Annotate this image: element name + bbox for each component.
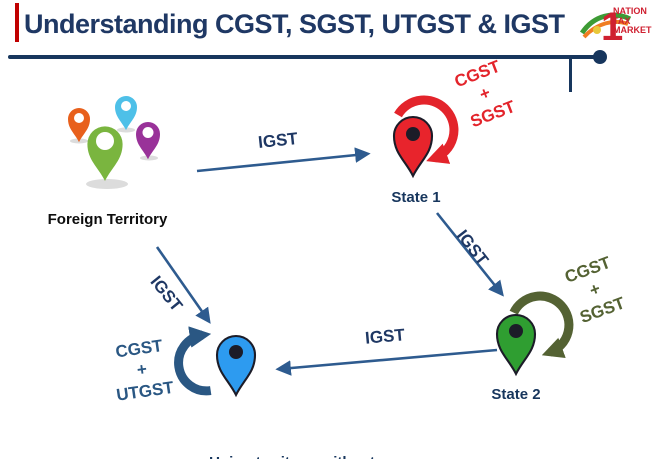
- foreign-territory-label: Foreign Territory: [47, 211, 168, 228]
- logo-line-market: MARKET: [613, 25, 652, 35]
- logo-chakra-dot: [593, 26, 601, 34]
- pin-shadow: [140, 155, 158, 161]
- ut-circular-arrow: [174, 326, 212, 396]
- state2-circular-arrow: [509, 291, 574, 358]
- arrow-foreign-to-ut: [155, 246, 211, 324]
- pin-dot: [509, 324, 523, 338]
- right-border-tick: [569, 58, 572, 92]
- arrow-state2-to-ut: [275, 348, 498, 376]
- state2-pin-icon: [495, 313, 537, 375]
- logo-green-swoosh: [579, 12, 632, 35]
- page-title: Understanding CGST, SGST, UTGST & IGST: [24, 9, 565, 39]
- state1-pin-icon: [392, 115, 434, 177]
- ut-tax-annotation: CGST + UTGST: [94, 332, 190, 407]
- pin-hole: [74, 113, 84, 123]
- logo-line-tax: TAX: [613, 15, 631, 26]
- ut-pin-icon: [215, 334, 257, 396]
- arrow-foreign-to-state1: [196, 147, 371, 173]
- title-accent-bar: [15, 3, 19, 42]
- state1-label: State 1: [391, 189, 441, 206]
- logo-orange-swoosh: [582, 19, 629, 39]
- pin-hole: [142, 127, 154, 138]
- arrow-state1-to-state2: [435, 212, 504, 297]
- logo-numeral: 1: [601, 5, 623, 49]
- title-underline-dot: [593, 50, 607, 64]
- nation-tax-market-logo: 1 NATION TAX MARKET: [579, 2, 658, 50]
- title-underline: [8, 55, 598, 59]
- logo-wordmark: NATION TAX MARKET: [613, 6, 652, 36]
- ut-label-line1: Union territory without: [196, 453, 388, 459]
- pin-dot: [229, 345, 243, 359]
- pin-shadow: [86, 179, 128, 189]
- state2-label: State 2: [491, 386, 541, 403]
- pin-hole: [121, 101, 131, 111]
- pin-hole: [96, 132, 114, 150]
- ut-label: Union territory without legislature: [196, 413, 388, 459]
- logo-swoosh-graphic: 1: [579, 5, 632, 49]
- pin-dot: [406, 127, 420, 141]
- logo-line-nation: NATION: [613, 6, 647, 16]
- state1-circular-arrow: [394, 95, 459, 164]
